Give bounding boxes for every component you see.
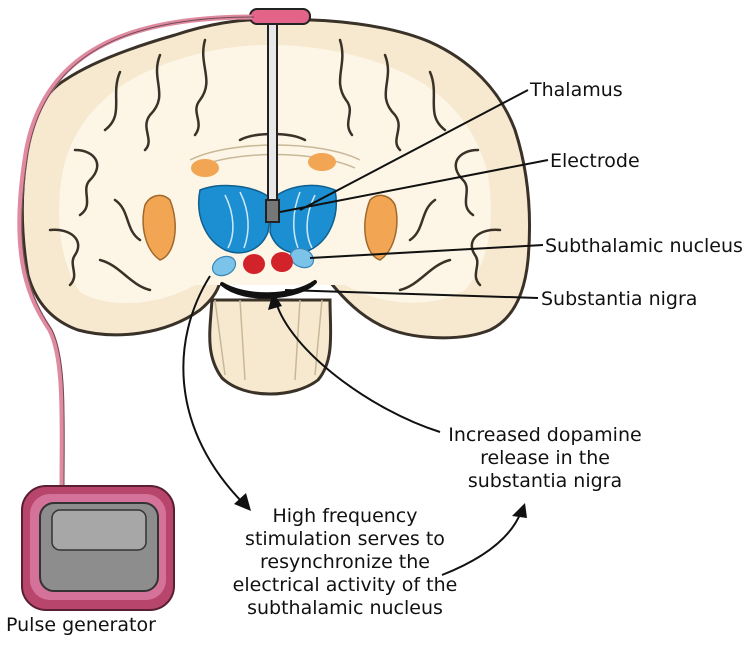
label-dopamine-line: substantia nigra <box>420 470 670 493</box>
caudate-right <box>308 153 336 171</box>
label-stimulation: High frequency stimulation serves to res… <box>215 505 475 620</box>
label-stimulation-line: subthalamic nucleus <box>215 597 475 620</box>
label-pulse-generator: Pulse generator <box>6 614 156 637</box>
electrode-shaft <box>268 20 277 216</box>
label-substantia-nigra: Substantia nigra <box>541 288 697 311</box>
pulse-generator-device <box>22 486 174 610</box>
brainstem <box>210 300 331 394</box>
label-dopamine-line: Increased dopamine <box>420 424 670 447</box>
electrode-tip <box>266 200 279 222</box>
label-dopamine: Increased dopamine release in the substa… <box>420 424 670 493</box>
red-nucleus-left <box>243 254 265 274</box>
label-electrode: Electrode <box>550 150 640 173</box>
label-dopamine-line: release in the <box>420 447 670 470</box>
label-stimulation-line: stimulation serves to <box>215 528 475 551</box>
red-nucleus-right <box>271 252 293 272</box>
label-subthalamic-nucleus: Subthalamic nucleus <box>545 235 743 258</box>
label-stimulation-line: resynchronize the <box>215 551 475 574</box>
burr-hole-cap <box>250 9 310 24</box>
label-stimulation-line: electrical activity of the <box>215 574 475 597</box>
caudate-left <box>191 159 219 177</box>
label-thalamus: Thalamus <box>530 79 623 102</box>
label-stimulation-line: High frequency <box>215 505 475 528</box>
